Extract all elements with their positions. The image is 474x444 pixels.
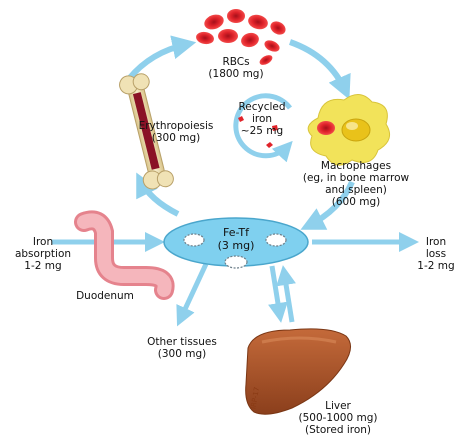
- liver-amount: (500-1000 mg): [298, 412, 378, 424]
- duodenum-illustration: [74, 210, 175, 300]
- iron-absorption-label: Iron absorption 1-2 mg: [8, 236, 78, 272]
- erythropoiesis-name: Erythropoiesis: [138, 120, 214, 132]
- recycled-iron-loop: [233, 93, 293, 163]
- other-tissues-label: Other tissues (300 mg): [140, 336, 224, 360]
- arrow-liver-to-fetf: [276, 265, 296, 323]
- liver-name: Liver: [325, 400, 351, 412]
- arrow-macrophages-to-fetf: [300, 180, 355, 230]
- liver-note: (Stored iron): [304, 424, 372, 436]
- arrow-fetf-to-erythropoiesis: [136, 172, 180, 217]
- rbcs-amount: (1800 mg): [208, 68, 264, 80]
- iron-absorption-line1: Iron: [32, 236, 54, 248]
- bone-illustration: [119, 73, 174, 190]
- erythropoiesis-amount: (300 mg): [151, 132, 201, 144]
- duodenum-name: Duodenum: [76, 290, 134, 302]
- iron-absorption-line3: 1-2 mg: [24, 260, 62, 272]
- other-tissues-amount: (300 mg): [157, 348, 207, 360]
- macrophage-illustration: [307, 94, 391, 166]
- iron-loss-label: Iron loss 1-2 mg: [412, 236, 460, 272]
- arrow-erythropoiesis-to-rbcs: [125, 35, 197, 82]
- liver-label: Liver (500-1000 mg) (Stored iron): [286, 400, 390, 436]
- rbcs-label: RBCs (1800 mg): [204, 56, 268, 80]
- fetf-amount: (3 mg): [217, 239, 255, 252]
- arrow-fetf-to-other-tissues: [176, 262, 209, 327]
- recycled-rbc-fragments: [238, 116, 278, 148]
- recycled-loop-arc: [233, 93, 293, 163]
- cycle-arrows: [125, 35, 355, 230]
- rbcs-name: RBCs: [222, 56, 250, 68]
- macrophages-name: Macrophages: [320, 160, 392, 172]
- duodenum-label: Duodenum: [70, 290, 140, 302]
- other-tissues-name: Other tissues: [147, 336, 217, 348]
- iron-loss-line1: Iron: [425, 236, 447, 248]
- rbc-cluster-illustration: [196, 9, 286, 65]
- recycled-iron-line2: iron: [251, 113, 273, 125]
- macrophages-amount: (600 mg): [331, 196, 381, 208]
- arrow-fetf-to-liver: [268, 265, 288, 323]
- erythropoiesis-label: Erythropoiesis (300 mg): [132, 120, 220, 144]
- transferrin-molecules: [183, 233, 287, 269]
- iron-loss-line2: loss: [425, 248, 447, 260]
- recycled-iron-line3: ~25 mg: [240, 125, 284, 137]
- recycled-iron-line1: Recycled: [238, 101, 286, 113]
- fetf-hub: [163, 217, 309, 269]
- fetf-label: Fe-Tf (3 mg): [206, 226, 266, 252]
- iron-loss-line3: 1-2 mg: [417, 260, 455, 272]
- macrophages-detail1: (eg, in bone marrow: [302, 172, 410, 184]
- macrophages-label: Macrophages (eg, in bone marrow and sple…: [292, 160, 420, 208]
- iron-absorption-line2: absorption: [14, 248, 72, 260]
- macrophages-detail2: and spleen): [325, 184, 387, 196]
- recycled-iron-label: Recycled iron ~25 mg: [232, 101, 292, 137]
- arrow-rbcs-to-macrophages: [288, 39, 351, 100]
- fetf-name: Fe-Tf: [222, 226, 250, 239]
- liver-illustration: [245, 328, 351, 415]
